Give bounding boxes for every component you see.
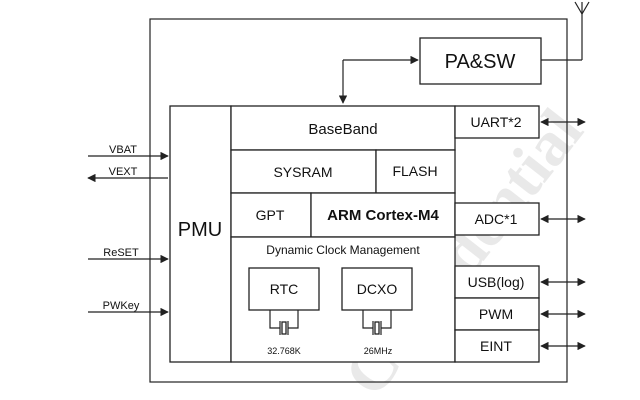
baseband-label: BaseBand (308, 121, 377, 138)
vext-label: VEXT (109, 166, 138, 178)
adc-label: ADC*1 (475, 211, 518, 227)
flash-block (375, 149, 456, 194)
pwm-label: PWM (479, 306, 513, 322)
pwm-block (454, 297, 540, 331)
baseband-block (230, 105, 456, 151)
reset-label: ReSET (103, 247, 139, 259)
pmu-block (169, 105, 232, 363)
gpt-label: GPT (256, 207, 285, 223)
vbat-label: VBAT (109, 144, 137, 156)
rtc-crystal-icon (269, 310, 299, 335)
pmu-label: PMU (178, 219, 222, 241)
sysram-label: SYSRAM (273, 164, 332, 180)
rtc-label: RTC (270, 281, 299, 297)
rtc-crystal-label: 32.768K (267, 346, 301, 356)
dcxo-label: DCXO (357, 281, 398, 297)
dcxo-block (341, 267, 413, 311)
uart-block (454, 105, 540, 139)
module-outline (149, 18, 568, 383)
usb-label: USB(log) (468, 274, 525, 290)
antenna-icon (541, 1, 590, 61)
pwkey-label: PWKey (103, 300, 140, 312)
dcxo-crystal-label: 26MHz (364, 346, 393, 356)
usb-block (454, 265, 540, 299)
flash-label: FLASH (392, 163, 437, 179)
pa-sw-label: PA&SW (445, 51, 516, 73)
rf-link (338, 55, 419, 104)
eint-block (454, 329, 540, 363)
adc-block (454, 202, 540, 236)
rtc-block (248, 267, 320, 311)
uart-label: UART*2 (470, 114, 521, 130)
pa-sw-block (419, 37, 542, 85)
cpu-label: ARM Cortex-M4 (327, 207, 439, 224)
dcxo-crystal-icon (362, 310, 392, 335)
dcm-label: Dynamic Clock Management (266, 243, 420, 257)
eint-label: EINT (480, 338, 512, 354)
